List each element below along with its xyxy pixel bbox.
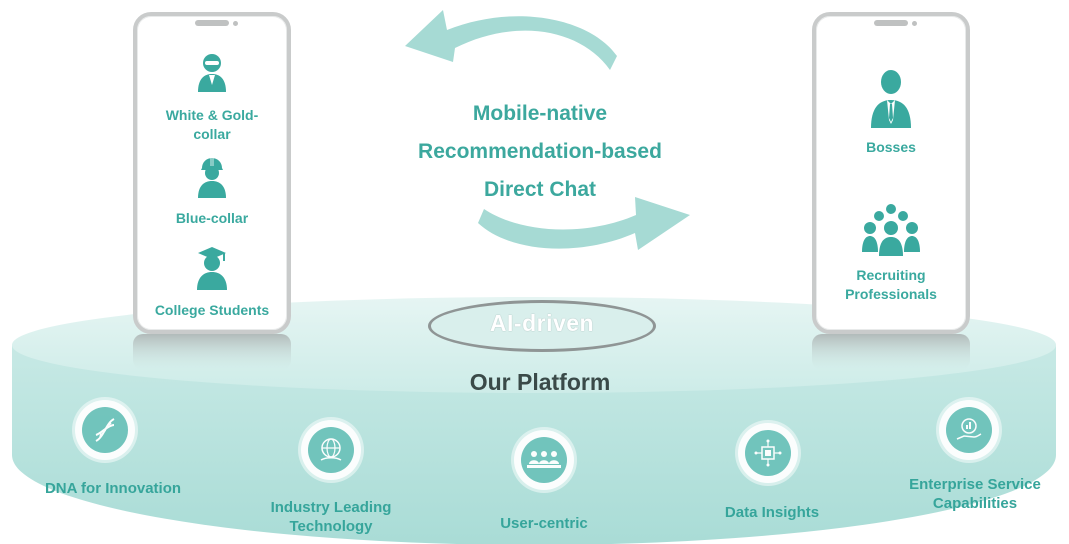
center-line-2: Recommendation-based bbox=[418, 140, 662, 163]
white-collar-user-icon bbox=[196, 52, 228, 92]
feature-label-innovation: DNA for Innovation bbox=[44, 480, 182, 497]
phone-notch bbox=[874, 20, 908, 26]
users-row-icon bbox=[527, 451, 561, 468]
graduate-icon bbox=[194, 244, 230, 290]
feature-circle-data-insights bbox=[738, 423, 798, 483]
globe-tech-icon bbox=[320, 438, 342, 461]
ai-driven-badge bbox=[428, 300, 656, 352]
feature-label-data-insights: Data Insights bbox=[724, 504, 820, 521]
hardhat-worker-icon bbox=[196, 156, 228, 198]
feature-label-user-centric: User-centric bbox=[500, 515, 588, 532]
camera-dot bbox=[912, 21, 917, 26]
ai-driven-label: AI-driven bbox=[489, 310, 595, 336]
hand-chart-icon bbox=[956, 418, 982, 440]
feature-label-technology: Industry Leading Technology bbox=[270, 499, 392, 535]
right-item-bosses: Bosses bbox=[866, 139, 916, 155]
feature-circle-user-centric bbox=[514, 430, 574, 490]
bottom-curved-arrow bbox=[478, 197, 690, 250]
left-item-white-gold-collar: White & Gold- collar bbox=[165, 107, 259, 142]
left-item-blue-collar: Blue-collar bbox=[175, 210, 249, 226]
center-text-block: Mobile-native Recommendation-based Direc… bbox=[380, 95, 700, 209]
feature-circle-enterprise bbox=[939, 400, 999, 460]
right-item-recruiting-professionals: Recruiting Professionals bbox=[845, 267, 937, 302]
center-line-3: Direct Chat bbox=[483, 178, 597, 201]
feature-circle-innovation bbox=[75, 400, 135, 460]
camera-dot bbox=[233, 21, 238, 26]
team-group-icon bbox=[862, 202, 920, 256]
top-curved-arrow bbox=[405, 10, 617, 70]
feature-label-enterprise: Enterprise Service Capabilities bbox=[909, 476, 1041, 512]
feature-circle-technology bbox=[301, 420, 361, 480]
left-item-college-students: College Students bbox=[154, 302, 270, 318]
dna-icon bbox=[95, 418, 115, 442]
platform-title: Our Platform bbox=[469, 369, 611, 395]
left-phone: White & Gold- collar Blue-collar College… bbox=[133, 12, 291, 334]
chip-icon bbox=[754, 439, 782, 467]
phone-notch bbox=[195, 20, 229, 26]
businessman-icon bbox=[870, 68, 912, 128]
center-line-1: Mobile-native bbox=[472, 102, 608, 125]
right-phone: Bosses Recruiting Professionals bbox=[812, 12, 970, 334]
